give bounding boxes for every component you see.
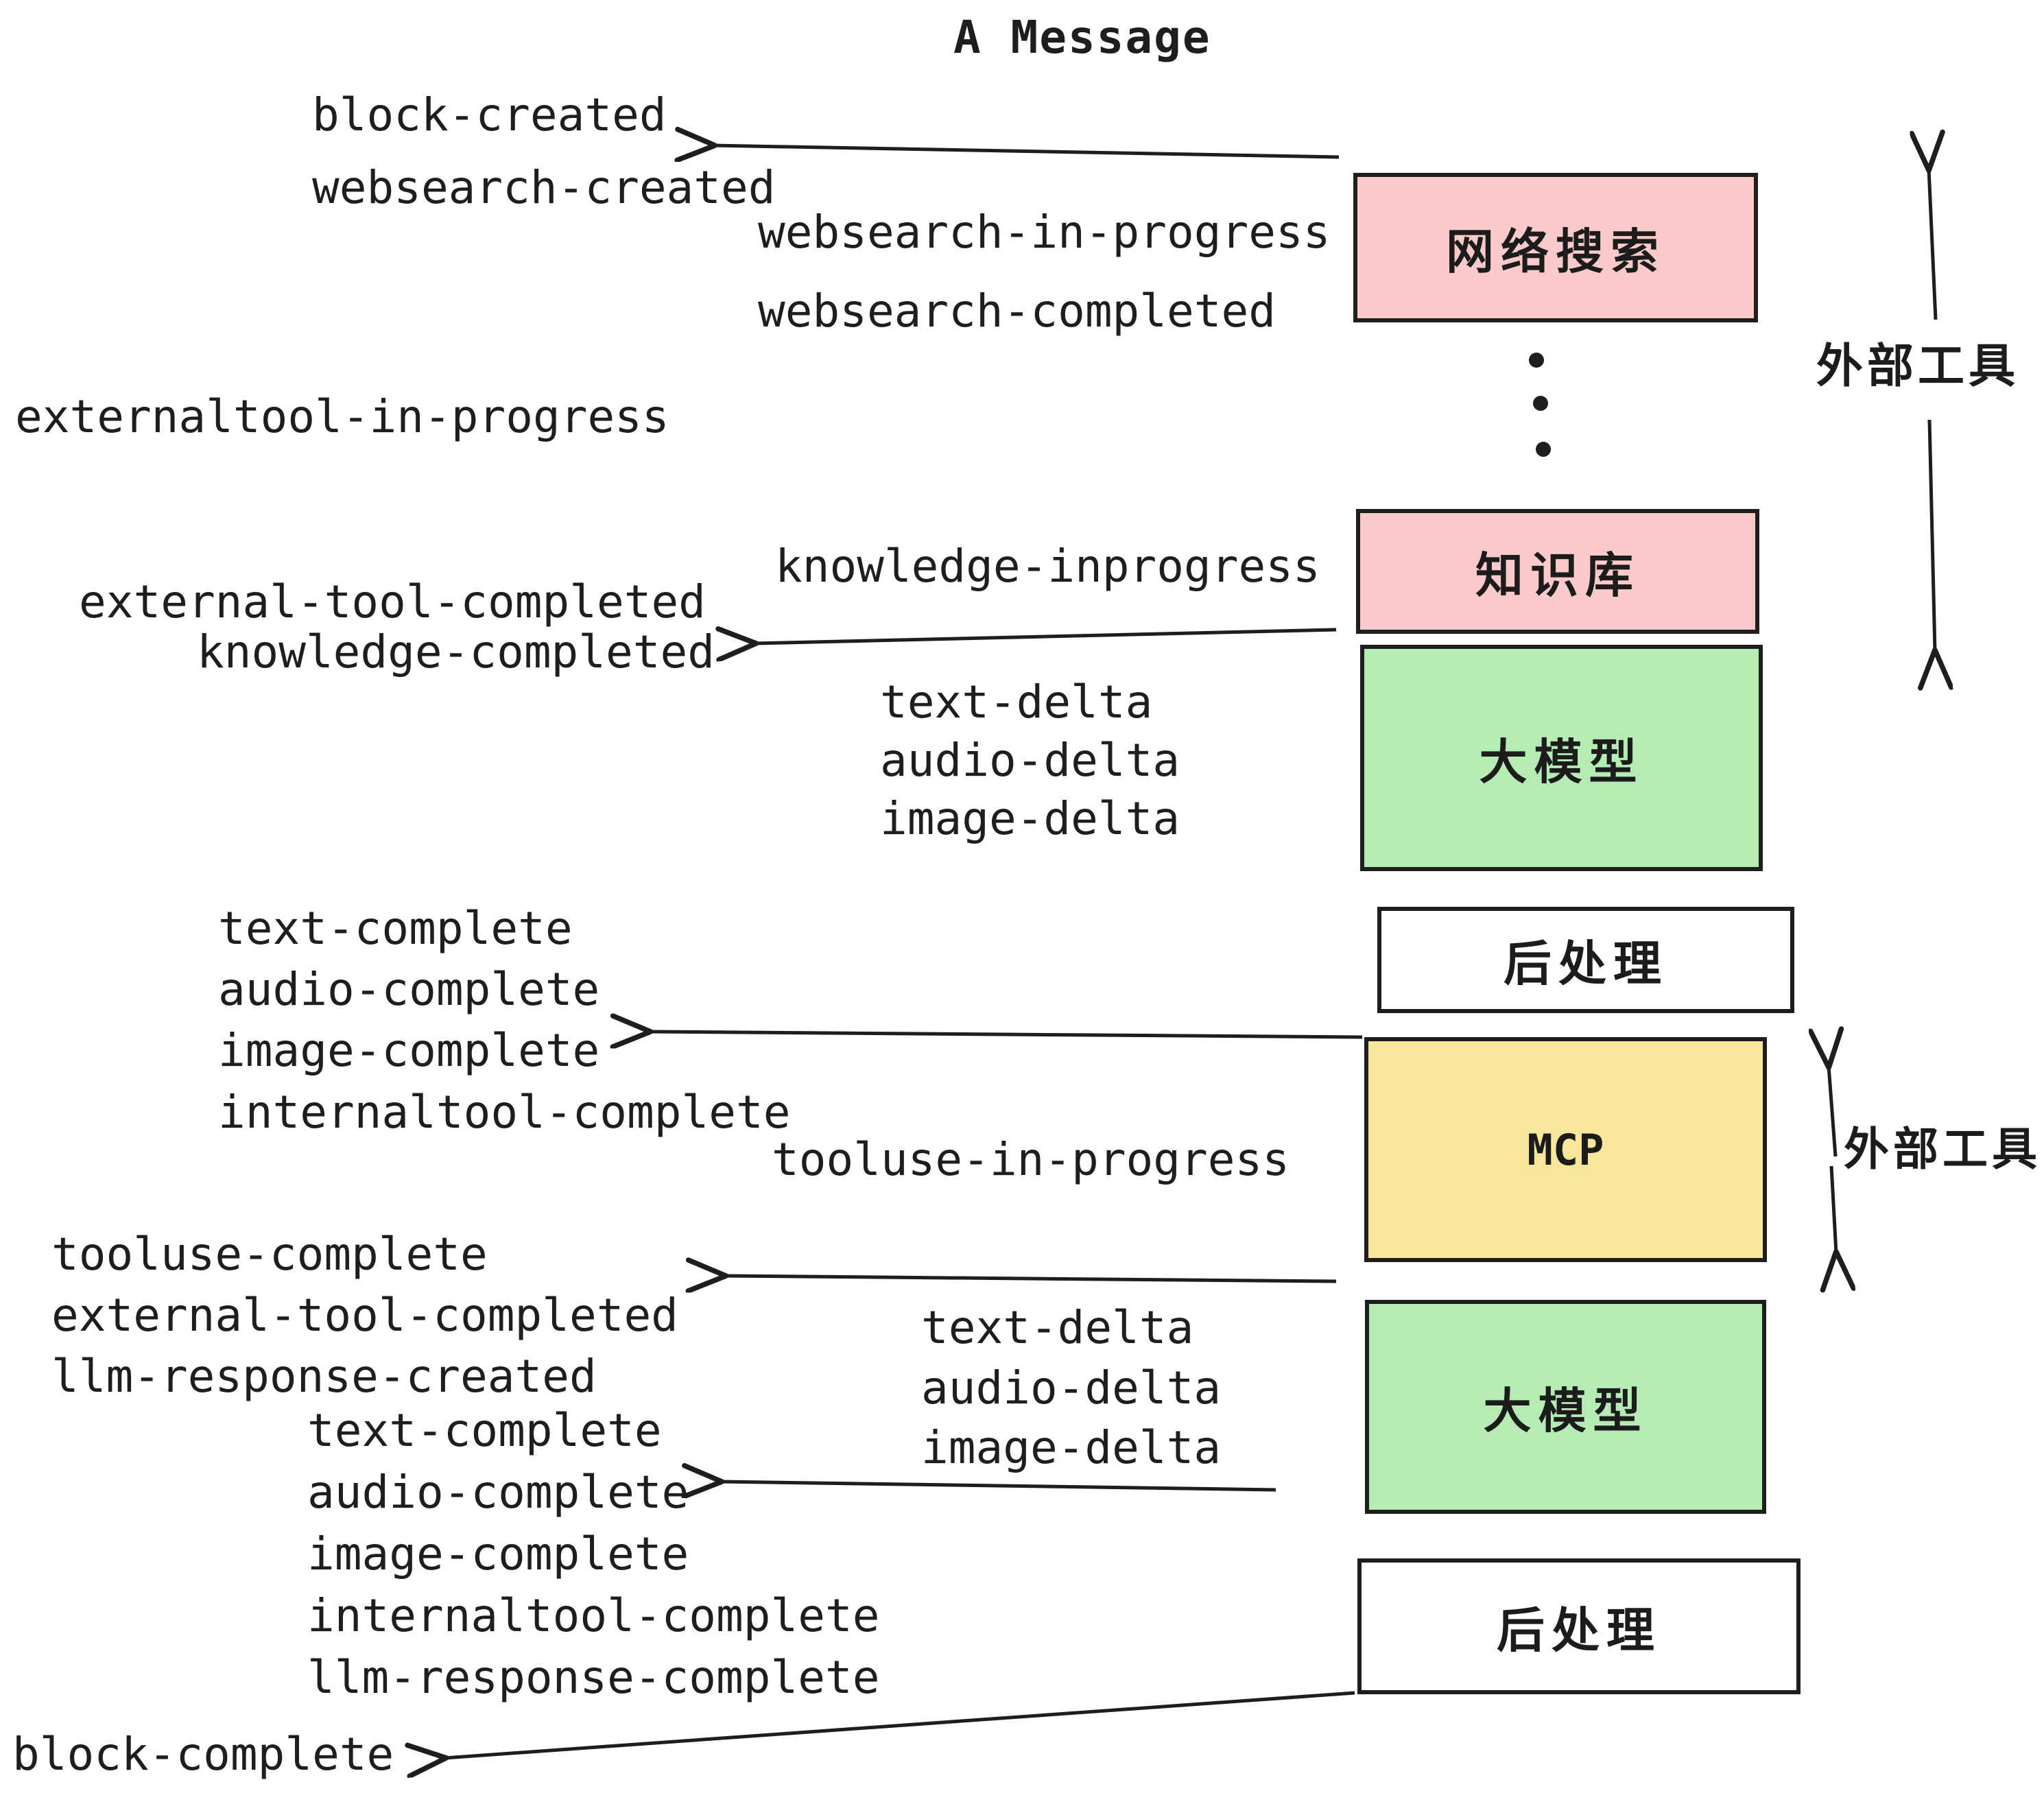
event-text-complete-2: text-complete: [307, 1404, 662, 1457]
event-external-tool-completed-1: external-tool-completed: [79, 575, 706, 628]
event-internaltool-complete-2: internaltool-complete: [307, 1589, 880, 1642]
event-image-delta-1: image-delta: [880, 792, 1180, 845]
external-tools-label-1: 外部工具: [1816, 340, 2020, 392]
arrow-to-image-complete-icon: [649, 1032, 1363, 1037]
event-audio-delta-1: audio-delta: [880, 734, 1180, 787]
arrow-to-block-created-icon: [713, 145, 1340, 157]
event-image-delta-2: image-delta: [921, 1421, 1222, 1474]
event-image-complete-1: image-complete: [218, 1024, 600, 1077]
event-websearch-created: websearch-created: [312, 161, 776, 214]
event-websearch-in-progress: websearch-in-progress: [758, 206, 1331, 259]
box-knowledge: 知识库: [1356, 509, 1759, 634]
box-llm-2: 大模型: [1365, 1300, 1766, 1514]
mcp-external-tools-down-arrow-icon: [1831, 1165, 1836, 1253]
event-internaltool-complete-1: internaltool-complete: [218, 1086, 791, 1139]
box-llm-1-label: 大模型: [1479, 735, 1644, 789]
event-tooluse-complete: tooluse-complete: [51, 1228, 488, 1281]
arrow-to-tooluse-complete-icon: [724, 1276, 1337, 1281]
external-tools-up-arrow-icon: [1929, 169, 1936, 320]
event-block-complete: block-complete: [12, 1728, 394, 1781]
event-knowledge-completed: knowledge-completed: [197, 626, 715, 678]
event-text-delta-1: text-delta: [880, 676, 1153, 728]
diagram-title: A Message: [953, 11, 1211, 64]
box-websearch: 网络搜索: [1353, 173, 1758, 322]
event-llm-response-complete: llm-response-complete: [307, 1651, 880, 1704]
arrow-to-audio-complete-icon: [720, 1482, 1276, 1490]
ellipsis-dots-icon: [1529, 353, 1551, 457]
box-postprocess-2-label: 后处理: [1497, 1603, 1661, 1657]
box-postprocess-1-label: 后处理: [1504, 937, 1668, 990]
event-audio-complete-2: audio-complete: [307, 1466, 689, 1519]
mcp-external-tools-up-arrow-icon: [1829, 1066, 1835, 1157]
event-text-complete-1: text-complete: [218, 902, 573, 955]
event-externaltool-in-progress: externaltool-in-progress: [15, 390, 669, 443]
box-websearch-label: 网络搜索: [1446, 224, 1665, 278]
event-image-complete-2: image-complete: [307, 1528, 689, 1580]
event-audio-complete-1: audio-complete: [218, 963, 600, 1016]
event-websearch-completed: websearch-completed: [758, 285, 1276, 337]
event-tooluse-in-progress: tooluse-in-progress: [772, 1133, 1290, 1186]
box-llm-2-label: 大模型: [1483, 1384, 1648, 1438]
event-llm-response-created: llm-response-created: [51, 1350, 597, 1403]
box-llm-1: 大模型: [1360, 645, 1763, 871]
box-postprocess-2: 后处理: [1357, 1558, 1801, 1694]
box-mcp-label: MCP: [1527, 1124, 1604, 1175]
box-postprocess-1: 后处理: [1377, 907, 1794, 1013]
event-knowledge-inprogress: knowledge-inprogress: [775, 540, 1320, 593]
event-text-delta-2: text-delta: [921, 1301, 1194, 1354]
event-block-created: block-created: [312, 88, 667, 141]
external-tools-label-2: 外部工具: [1844, 1124, 2041, 1174]
box-mcp: MCP: [1364, 1037, 1767, 1262]
external-tools-down-arrow-icon: [1929, 419, 1935, 652]
event-audio-delta-2: audio-delta: [921, 1362, 1222, 1414]
box-knowledge-label: 知识库: [1475, 548, 1640, 602]
event-external-tool-completed-2: external-tool-completed: [51, 1289, 678, 1342]
arrow-to-knowledge-completed-icon: [754, 630, 1337, 643]
